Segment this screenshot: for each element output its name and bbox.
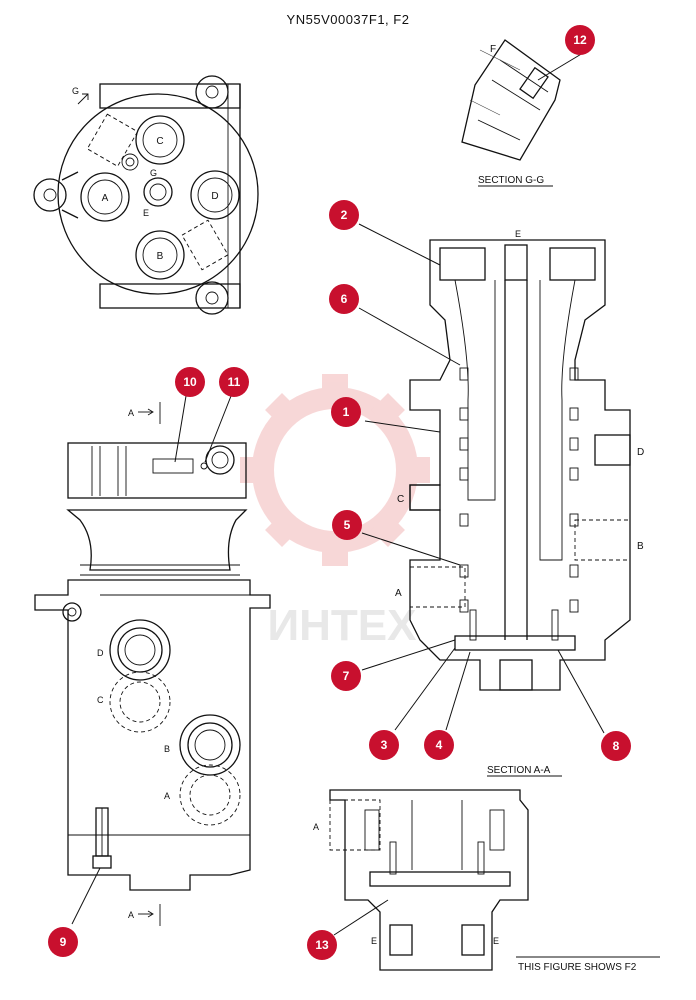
callout-11: 11 — [219, 367, 249, 397]
callout-6: 6 — [329, 284, 359, 314]
callout-4: 4 — [424, 730, 454, 760]
document-title: YN55V00037F1, F2 — [286, 12, 410, 27]
svg-text:11: 11 — [228, 375, 241, 389]
callout-7: 7 — [331, 661, 361, 691]
top-port-b: B — [135, 230, 185, 280]
callout-12: 12 — [565, 25, 595, 55]
svg-text:8: 8 — [613, 739, 620, 753]
detail-label-port-e-right: E — [493, 936, 499, 946]
svg-text:2: 2 — [341, 208, 348, 222]
leader-lines — [71, 49, 605, 936]
svg-text:4: 4 — [436, 738, 443, 752]
callout-2: 2 — [329, 200, 359, 230]
aa-label-port-c: C — [397, 494, 404, 505]
svg-text:9: 9 — [60, 935, 67, 949]
callout-3: 3 — [369, 730, 399, 760]
label-port-b: B — [157, 251, 164, 262]
section-aa-caption: SECTION A-A — [487, 765, 551, 776]
svg-text:1: 1 — [343, 405, 350, 419]
label-port-d: D — [211, 191, 218, 202]
side-label-port-b: B — [164, 744, 170, 754]
top-port-d: D — [190, 170, 240, 220]
side-label-port-a: A — [164, 791, 170, 801]
svg-text:12: 12 — [573, 33, 587, 47]
aa-label-port-b: B — [637, 541, 644, 552]
aa-label-port-d: D — [637, 447, 644, 458]
top-port-c: C — [135, 115, 185, 165]
label-port-c: C — [156, 136, 163, 147]
detail-view: A E E THIS FIGURE SHOWS F2 — [313, 789, 660, 973]
svg-text:A: A — [128, 408, 134, 418]
side-label-port-d: D — [97, 648, 104, 658]
callout-1: 1 — [331, 397, 361, 427]
section-gg-caption: SECTION G-G — [478, 175, 544, 186]
figure-note: THIS FIGURE SHOWS F2 — [518, 962, 637, 973]
watermark-text: ИНТЕХ — [268, 601, 417, 650]
top-port-a: A — [80, 172, 130, 222]
aa-label-port-a: A — [395, 588, 402, 599]
top-view-outline — [33, 75, 259, 315]
svg-text:10: 10 — [183, 375, 197, 389]
callout-9: 9 — [48, 927, 78, 957]
seal-grooves — [459, 367, 579, 613]
section-gg-view: F SECTION G-G — [461, 39, 561, 187]
side-label-port-c: C — [97, 695, 104, 705]
label-port-a: A — [102, 193, 109, 204]
svg-text:6: 6 — [341, 292, 348, 306]
top-view: C A D B E G G — [33, 75, 259, 315]
watermark-logo — [240, 374, 430, 566]
callout-5: 5 — [332, 510, 362, 540]
detail-label-port-e-left: E — [371, 936, 377, 946]
top-port-e: E — [143, 177, 173, 218]
label-port-g: G — [150, 168, 157, 178]
label-port-e: E — [143, 208, 149, 218]
label-port-f: F — [490, 44, 496, 55]
svg-text:G: G — [72, 86, 79, 96]
detail-label-port-a: A — [313, 822, 319, 832]
svg-text:A: A — [128, 910, 134, 920]
section-marker-a-bottom: A — [128, 904, 161, 926]
svg-text:13: 13 — [315, 938, 329, 952]
callout-13: 13 — [307, 930, 337, 960]
section-marker-a-top: A — [128, 402, 161, 424]
svg-text:5: 5 — [344, 518, 351, 532]
section-aa-view: E C D B A SECTION A-A — [395, 229, 644, 777]
callout-10: 10 — [175, 367, 205, 397]
svg-text:3: 3 — [381, 738, 388, 752]
aa-label-port-e: E — [515, 229, 521, 239]
side-view: D C B A A A — [34, 402, 271, 926]
svg-text:7: 7 — [343, 669, 350, 683]
callout-8: 8 — [601, 731, 631, 761]
section-marker-g: G — [72, 86, 89, 105]
